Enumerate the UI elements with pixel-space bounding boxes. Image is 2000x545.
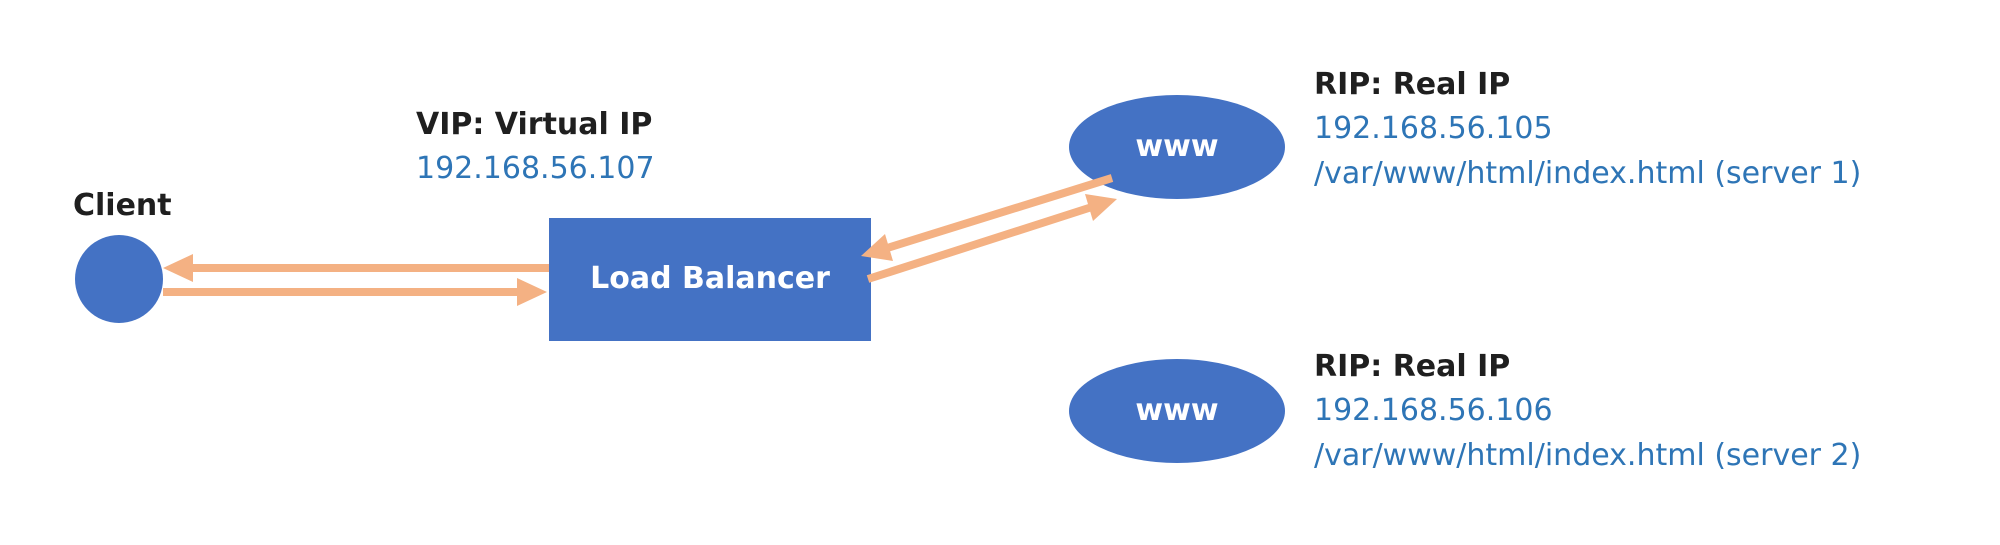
server-1-label: www	[1135, 129, 1219, 164]
load-balancer-node	[549, 218, 871, 341]
client-node	[75, 235, 163, 323]
server-2-ip: 192.168.56.106	[1314, 393, 1553, 428]
vip-heading: VIP: Virtual IP	[416, 107, 653, 142]
arrow-lb-to-server1	[866, 194, 1117, 283]
server-2-label: www	[1135, 393, 1219, 428]
server-2-path: /var/www/html/index.html (server 2)	[1314, 438, 1862, 473]
arrow-lb-to-client	[163, 254, 549, 282]
server-1-node	[1069, 95, 1285, 199]
server-1-rip-heading: RIP: Real IP	[1314, 67, 1511, 102]
server-1-path: /var/www/html/index.html (server 1)	[1314, 156, 1862, 191]
arrow-client-to-lb	[163, 278, 547, 306]
server-2-rip-heading: RIP: Real IP	[1314, 349, 1511, 384]
load-balancer-label: Load Balancer	[590, 261, 830, 296]
server-1-ip: 192.168.56.105	[1314, 111, 1553, 146]
client-label: Client	[73, 188, 172, 223]
vip-address: 192.168.56.107	[416, 151, 655, 186]
arrow-server1-to-lb	[861, 174, 1114, 261]
server-2-node	[1069, 359, 1285, 463]
